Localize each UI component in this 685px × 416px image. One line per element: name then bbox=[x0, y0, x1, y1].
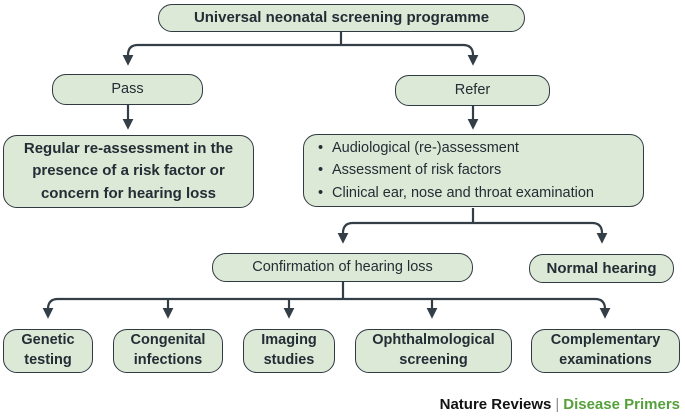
node-congenital-infections: Congenital infections bbox=[113, 329, 223, 373]
node-ophthalmological-screening: Ophthalmological screening bbox=[355, 329, 512, 373]
node-imaging-studies: Imaging studies bbox=[243, 329, 335, 373]
node-regular-reassessment: Regular re-assessment in the presence of… bbox=[3, 135, 254, 208]
node-universal-screening: Universal neonatal screening programme bbox=[158, 4, 525, 32]
node-confirmation-hearing-loss: Confirmation of hearing loss bbox=[212, 253, 473, 282]
node-normal-hearing: Normal hearing bbox=[529, 254, 674, 283]
node-refer: Refer bbox=[395, 75, 550, 106]
refer-action-item: Clinical ear, nose and throat examinatio… bbox=[318, 182, 594, 205]
refer-actions-list: Audiological (re-)assessment Assessment … bbox=[318, 137, 594, 205]
figure-credit: Nature Reviews|Disease Primers bbox=[440, 396, 680, 413]
refer-action-item: Assessment of risk factors bbox=[318, 159, 594, 182]
node-genetic-testing: Genetic testing bbox=[3, 329, 93, 373]
footer-separator: | bbox=[555, 396, 560, 413]
refer-action-item: Audiological (re-)assessment bbox=[318, 137, 594, 160]
footer-journal-name: Nature Reviews bbox=[439, 396, 552, 413]
node-complementary-examinations: Complementary examinations bbox=[531, 329, 680, 373]
node-pass: Pass bbox=[52, 74, 203, 105]
footer-primer-name: Disease Primers bbox=[563, 396, 680, 413]
node-refer-actions: Audiological (re-)assessment Assessment … bbox=[303, 134, 644, 207]
